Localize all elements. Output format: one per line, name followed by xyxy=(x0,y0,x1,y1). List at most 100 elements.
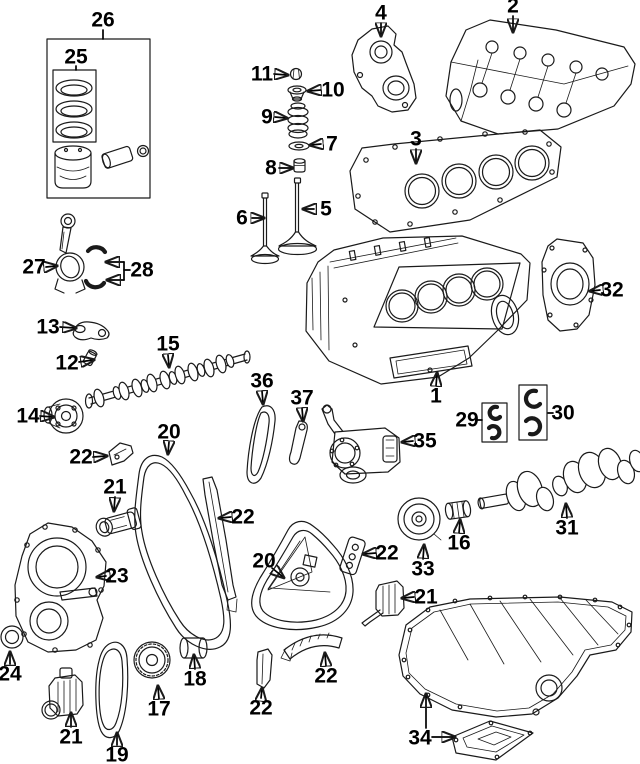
callout-31: 31 xyxy=(555,517,579,540)
oil-pump-chain-36 xyxy=(246,405,276,484)
callout-35: 35 xyxy=(413,430,437,453)
callout-9: 9 xyxy=(261,106,273,129)
callout-leader-33 xyxy=(423,546,424,560)
piston-kit-box-26 xyxy=(46,38,151,199)
valve-keeper-11 xyxy=(289,67,303,81)
callout-26: 26 xyxy=(91,9,114,32)
crankshaft-sprocket-17 xyxy=(133,641,171,679)
oil-pump-35 xyxy=(321,404,401,484)
chain-guide-37 xyxy=(288,420,308,465)
callout-8: 8 xyxy=(265,157,277,180)
callout-leader-31 xyxy=(566,505,567,519)
snap-ring-icon xyxy=(136,144,150,158)
callout-2: 2 xyxy=(507,0,519,18)
intake-valve-5 xyxy=(277,177,318,256)
callout-33: 33 xyxy=(411,558,434,581)
callout-7: 7 xyxy=(326,133,338,156)
rear-timing-cover-32 xyxy=(541,238,596,332)
callout-22: 22 xyxy=(231,506,254,529)
callout-27: 27 xyxy=(22,256,45,279)
callout-leader-1 xyxy=(436,374,437,386)
callout-10: 10 xyxy=(321,79,344,102)
head-gasket-3 xyxy=(349,129,562,233)
callout-leader-12 xyxy=(78,360,93,362)
callout-25: 25 xyxy=(64,46,88,69)
callout-29: 29 xyxy=(455,409,478,432)
callout-4: 4 xyxy=(375,2,387,25)
front-timing-cover-23 xyxy=(14,522,107,653)
callout-22: 22 xyxy=(249,697,272,720)
callout-leader-21 xyxy=(403,597,414,598)
rocker-arm-13 xyxy=(72,321,110,341)
piston-ring-set-box-25 xyxy=(52,69,97,143)
callout-22: 22 xyxy=(314,665,337,688)
timing-chain-20-center xyxy=(251,520,354,631)
callout-leader-20 xyxy=(168,442,169,453)
callout-21: 21 xyxy=(59,726,83,749)
crankshaft-31 xyxy=(477,447,640,512)
callout-leader-37 xyxy=(302,408,303,420)
callout-16: 16 xyxy=(447,532,470,555)
callout-22: 22 xyxy=(69,446,92,469)
callout-20: 20 xyxy=(252,550,275,573)
callout-19: 19 xyxy=(105,744,128,764)
chain-tensioner-21-right xyxy=(361,580,405,627)
callout-17: 17 xyxy=(147,698,170,721)
callout-5: 5 xyxy=(320,198,332,221)
engine-block-1 xyxy=(305,235,531,385)
callout-30: 30 xyxy=(551,402,574,425)
callout-21: 21 xyxy=(103,476,127,499)
callout-leader-22 xyxy=(325,654,326,666)
exhaust-valve-6 xyxy=(250,192,280,265)
callout-leader-13 xyxy=(59,327,75,328)
callout-23: 23 xyxy=(105,565,128,588)
oil-pan-baffle-34 xyxy=(451,720,534,761)
callout-leader-32 xyxy=(591,290,600,291)
cylinder-head-2 xyxy=(445,19,636,135)
callout-leader-36 xyxy=(262,391,263,403)
callout-36: 36 xyxy=(250,370,273,393)
main-bearings-30 xyxy=(518,384,548,441)
chain-tensioner-21-lower-left xyxy=(41,667,84,720)
callout-11: 11 xyxy=(251,63,274,86)
wrist-pin-icon xyxy=(101,145,134,169)
piston-icon xyxy=(54,145,92,189)
callout-13: 13 xyxy=(36,316,59,339)
chain-guide-22-small xyxy=(256,648,273,689)
callout-leader-20 xyxy=(272,568,283,577)
callout-leader-35 xyxy=(403,441,413,442)
callout-24: 24 xyxy=(0,663,22,686)
callout-22: 22 xyxy=(375,542,398,565)
oil-pan-34 xyxy=(398,594,633,718)
thrust-washers-29 xyxy=(481,402,508,443)
callout-leader-15 xyxy=(168,355,169,366)
crankshaft-seal-24 xyxy=(0,625,24,649)
callout-15: 15 xyxy=(156,333,180,356)
callout-34: 34 xyxy=(408,727,432,750)
spring-retainer-10 xyxy=(287,85,307,102)
callout-14: 14 xyxy=(16,405,40,428)
callout-leader-14 xyxy=(39,416,53,417)
callout-20: 20 xyxy=(157,421,180,444)
timing-chain-19 xyxy=(95,641,129,739)
camshaft-cover-plate-4 xyxy=(351,25,417,113)
rod-bearings-28 xyxy=(83,245,108,290)
callout-leader-22 xyxy=(220,517,231,518)
callout-leader-18 xyxy=(194,656,195,670)
chain-guide-22-upper xyxy=(108,442,134,466)
valve-stem-seal-8 xyxy=(293,158,306,173)
chain-tensioner-21-upper xyxy=(95,507,142,537)
chain-guide-22-right xyxy=(339,536,366,576)
callout-leader-9 xyxy=(275,117,286,118)
callout-leader-22 xyxy=(364,553,376,554)
callout-1: 1 xyxy=(430,385,442,408)
callout-6: 6 xyxy=(236,207,248,230)
chain-guide-22-curved xyxy=(280,632,343,662)
callout-leader-11 xyxy=(273,74,287,75)
callout-leader-17 xyxy=(158,687,159,699)
callout-21: 21 xyxy=(414,586,438,609)
pilot-bushing-16 xyxy=(444,500,472,520)
callout-18: 18 xyxy=(183,668,207,691)
callout-28: 28 xyxy=(130,259,154,282)
